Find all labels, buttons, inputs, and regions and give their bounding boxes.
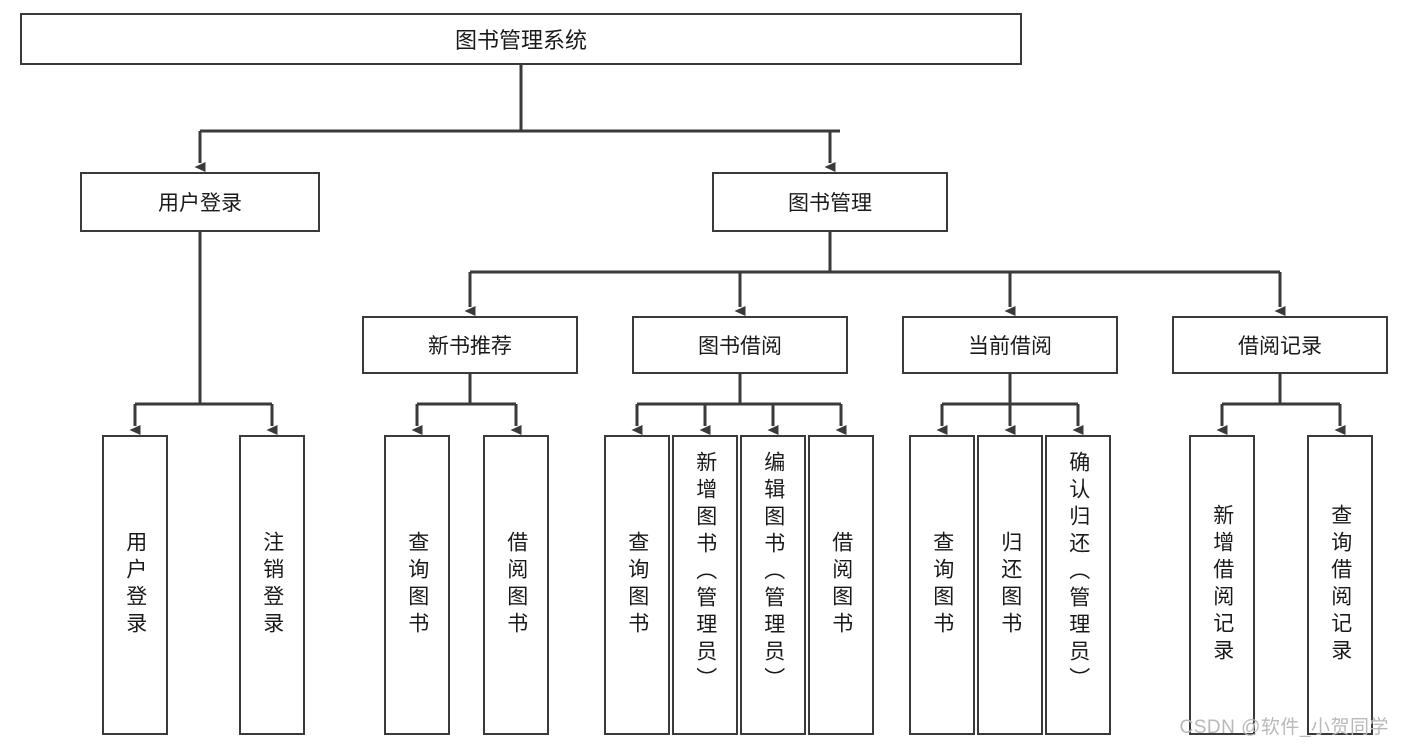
leaf-query-borrow-record[interactable]: 查询借阅记录 xyxy=(1307,435,1373,735)
watermark: CSDN @软件_小贺同学 xyxy=(1179,717,1389,738)
leaf-borrow-book-1-label: 借阅图书 xyxy=(504,531,528,639)
node-current-borrow-label: 当前借阅 xyxy=(968,335,1052,358)
node-user-login[interactable]: 用户登录 xyxy=(80,172,320,232)
leaf-confirm-return-admin-label: 确认归还（管理员） xyxy=(1066,451,1090,694)
leaf-edit-book-admin-label: 编辑图书（管理员） xyxy=(761,451,785,694)
leaf-add-book-admin-label: 新增图书（管理员） xyxy=(693,451,717,694)
leaf-borrow-book-1[interactable]: 借阅图书 xyxy=(483,435,549,735)
node-book-management[interactable]: 图书管理 xyxy=(712,172,948,232)
node-root-label: 图书管理系统 xyxy=(454,28,587,53)
leaf-logout-label: 注销登录 xyxy=(260,531,284,639)
node-new-book-recommend-label: 新书推荐 xyxy=(428,335,512,358)
leaf-confirm-return-admin[interactable]: 确认归还（管理员） xyxy=(1045,435,1111,735)
leaf-user-login[interactable]: 用户登录 xyxy=(102,435,168,735)
leaf-query-borrow-record-label: 查询借阅记录 xyxy=(1328,504,1352,666)
leaf-user-login-label: 用户登录 xyxy=(123,531,147,639)
node-book-borrow[interactable]: 图书借阅 xyxy=(632,316,848,374)
leaf-borrow-book-2[interactable]: 借阅图书 xyxy=(808,435,874,735)
node-root[interactable]: 图书管理系统 xyxy=(20,13,1022,65)
leaf-query-book-2[interactable]: 查询图书 xyxy=(604,435,670,735)
leaf-query-book-3[interactable]: 查询图书 xyxy=(909,435,975,735)
node-book-management-label: 图书管理 xyxy=(788,192,872,215)
node-new-book-recommend[interactable]: 新书推荐 xyxy=(362,316,578,374)
leaf-add-borrow-record[interactable]: 新增借阅记录 xyxy=(1189,435,1255,735)
leaf-edit-book-admin[interactable]: 编辑图书（管理员） xyxy=(740,435,806,735)
leaf-add-borrow-record-label: 新增借阅记录 xyxy=(1210,504,1234,666)
leaf-return-book-label: 归还图书 xyxy=(998,531,1022,639)
node-book-borrow-label: 图书借阅 xyxy=(698,335,782,358)
leaf-logout[interactable]: 注销登录 xyxy=(239,435,305,735)
node-borrow-record-label: 借阅记录 xyxy=(1238,335,1322,358)
node-current-borrow[interactable]: 当前借阅 xyxy=(902,316,1118,374)
leaf-query-book-2-label: 查询图书 xyxy=(625,531,649,639)
leaf-query-book-3-label: 查询图书 xyxy=(930,531,954,639)
leaf-borrow-book-2-label: 借阅图书 xyxy=(829,531,853,639)
leaf-return-book[interactable]: 归还图书 xyxy=(977,435,1043,735)
leaf-query-book-1-label: 查询图书 xyxy=(405,531,429,639)
leaf-query-book-1[interactable]: 查询图书 xyxy=(384,435,450,735)
leaf-add-book-admin[interactable]: 新增图书（管理员） xyxy=(672,435,738,735)
node-borrow-record[interactable]: 借阅记录 xyxy=(1172,316,1388,374)
node-user-login-label: 用户登录 xyxy=(158,192,242,215)
